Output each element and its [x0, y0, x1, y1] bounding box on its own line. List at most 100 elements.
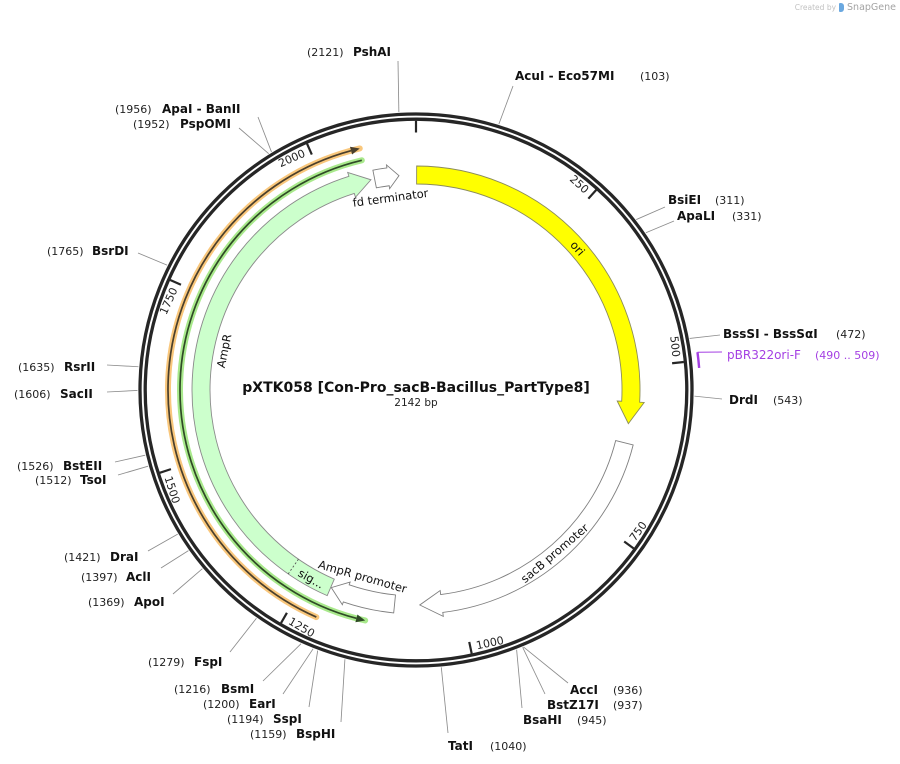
enzyme-position: (103) [640, 70, 670, 83]
enzyme-name[interactable]: PspOMI [180, 117, 231, 131]
enzyme-name[interactable]: TsoI [80, 473, 106, 487]
enzyme-name[interactable]: TatI [448, 739, 473, 753]
feature-ampr[interactable]: sig...AmpR [191, 171, 372, 597]
tick-label: 250 [567, 173, 591, 197]
enzyme-name[interactable]: ApoI [134, 595, 165, 609]
enzyme-position: (1606) [14, 388, 51, 401]
plasmid-title: pXTK058 [Con-Pro_sacB-Bacillus_PartType8… [242, 380, 589, 396]
enzyme-position: (937) [613, 699, 643, 712]
cut-site-leader-line [117, 465, 149, 476]
enzyme-position: (1526) [17, 460, 54, 473]
cut-site-leader-line [114, 454, 146, 463]
enzyme-position: (1194) [227, 713, 264, 726]
enzyme-site-acui-eco57mi[interactable]: AcuI - Eco57MI (103) [498, 69, 670, 125]
cut-site-leader-line [137, 252, 168, 266]
enzyme-name[interactable]: SspI [273, 712, 302, 726]
ampr-promoter-arrow[interactable] [330, 581, 396, 614]
primer-name[interactable]: pBR322ori-F [727, 348, 801, 362]
ampr-arrow[interactable] [191, 171, 372, 597]
orf-reverse-arc[interactable] [177, 157, 369, 624]
enzyme-name[interactable]: SacII [60, 387, 93, 401]
enzyme-name[interactable]: EarI [249, 697, 276, 711]
enzyme-site-bsmi[interactable]: BsmI (1216) [174, 643, 302, 696]
enzyme-site-bsssi-bsss-i[interactable]: BssSI - BssSαI(472) [689, 327, 866, 341]
enzyme-site-sacii[interactable]: SacII (1606) [14, 387, 138, 401]
enzyme-site-bsiei[interactable]: BsiEI(311) [636, 193, 745, 220]
enzyme-position: (1765) [47, 245, 84, 258]
cut-site-leader-line [397, 60, 400, 113]
enzyme-site-bstz17i[interactable]: BstZ17I (937) [522, 647, 643, 712]
enzyme-site-bsahi[interactable]: BsaHI(945) [516, 649, 607, 727]
feature-label-ampr[interactable]: AmpR [214, 333, 235, 369]
feature-label-fd-terminator[interactable]: fd terminator [352, 186, 430, 210]
enzyme-site-eari[interactable]: EarI(1200) [203, 648, 314, 711]
cut-site-leader-line [440, 667, 449, 734]
tick-mark [306, 143, 313, 155]
cut-site-leader-line [147, 533, 178, 552]
enzyme-site-drai[interactable]: DraI (1421) [64, 533, 178, 564]
enzyme-name[interactable]: DrdI [729, 393, 758, 407]
enzyme-name[interactable]: BstZ17I [547, 698, 599, 712]
fd-terminator-arrow[interactable] [372, 163, 400, 190]
cut-site-leader-line [694, 395, 723, 400]
enzyme-site-pspomi[interactable]: PspOMI(1952) [133, 117, 269, 154]
enzyme-site-rsrii[interactable]: RsrII(1635) [18, 360, 139, 374]
enzyme-name[interactable]: AcuI - Eco57MI [515, 69, 614, 83]
enzyme-site-tsoi[interactable]: TsoI(1512) [35, 465, 149, 487]
enzyme-name[interactable]: BsiEI [668, 193, 701, 207]
cut-site-leader-line [106, 364, 139, 368]
sacb-promoter-arrow[interactable] [418, 439, 634, 618]
primer-pbr322ori-f[interactable]: pBR322ori-F (490 .. 509) [696, 348, 880, 369]
enzyme-site-acli[interactable]: AclI(1397) [81, 550, 189, 584]
enzyme-site-pshai[interactable]: PshAI (2121) [307, 45, 400, 113]
enzyme-site-tati[interactable]: TatI(1040) [440, 667, 527, 753]
enzyme-site-apai-banii[interactable]: ApaI - BanII(1956) [115, 102, 272, 153]
enzyme-name[interactable]: BsmI [221, 682, 254, 696]
enzyme-name[interactable]: BsrDI [92, 244, 129, 258]
enzyme-name[interactable]: BssSI - BssSαI [723, 327, 818, 341]
cut-site-leader-line [160, 550, 189, 569]
enzyme-name[interactable]: ApaLI [677, 209, 715, 223]
ori-arrow[interactable] [416, 165, 646, 425]
primer-binding-mark[interactable] [696, 352, 701, 369]
enzyme-name[interactable]: FspI [194, 655, 222, 669]
enzyme-name[interactable]: DraI [110, 550, 138, 564]
enzyme-name[interactable]: RsrII [64, 360, 95, 374]
enzyme-name[interactable]: AccI [570, 683, 598, 697]
enzyme-name[interactable]: BsaHI [523, 713, 562, 727]
enzyme-name[interactable]: AclI [126, 570, 151, 584]
enzyme-name[interactable]: BspHI [296, 727, 335, 741]
enzyme-site-bsrdi[interactable]: BsrDI (1765) [47, 244, 168, 266]
feature-label-sacb-promoter[interactable]: sacB promoter [518, 520, 592, 585]
backbone-ring [138, 112, 694, 668]
enzyme-name[interactable]: ApaI - BanII [162, 102, 241, 116]
primer-position: (490 .. 509) [815, 349, 880, 362]
enzyme-position: (543) [773, 394, 803, 407]
orf-layer [165, 145, 369, 624]
tick-mark [169, 278, 182, 286]
enzyme-site-drdi[interactable]: DrdI (543) [694, 393, 803, 407]
feature-ori[interactable]: ori [416, 165, 646, 425]
enzyme-site-apali[interactable]: ApaLI(331) [645, 209, 762, 234]
cut-site-leader-line [257, 116, 272, 153]
enzyme-name[interactable]: BstEII [63, 459, 102, 473]
enzyme-site-apoi[interactable]: ApoI (1369) [88, 568, 203, 609]
enzyme-site-sspi[interactable]: SspI (1194) [227, 650, 319, 726]
enzyme-position: (1216) [174, 683, 211, 696]
orf-forward-arc[interactable] [165, 145, 363, 621]
enzyme-position: (936) [613, 684, 643, 697]
enzyme-name[interactable]: PshAI [353, 45, 391, 59]
enzyme-layer: AcuI - Eco57MI (103) BsiEI(311)ApaLI(331) B… [14, 45, 866, 753]
enzyme-site-bsphi[interactable]: BspHI(1159) [250, 659, 346, 741]
enzyme-position: (1369) [88, 596, 125, 609]
enzyme-site-acci[interactable]: AccI (936) [523, 646, 643, 697]
cut-site-leader-line [229, 617, 257, 653]
enzyme-position: (1421) [64, 551, 101, 564]
enzyme-site-fspi[interactable]: FspI(1279) [148, 617, 257, 669]
orf-arrowhead-icon [355, 614, 366, 623]
cut-site-leader-line [106, 389, 138, 393]
enzyme-site-bsteii[interactable]: BstEII (1526) [17, 454, 146, 473]
enzyme-position: (2121) [307, 46, 344, 59]
feature-sacb-promoter[interactable]: sacB promoter [418, 439, 634, 618]
